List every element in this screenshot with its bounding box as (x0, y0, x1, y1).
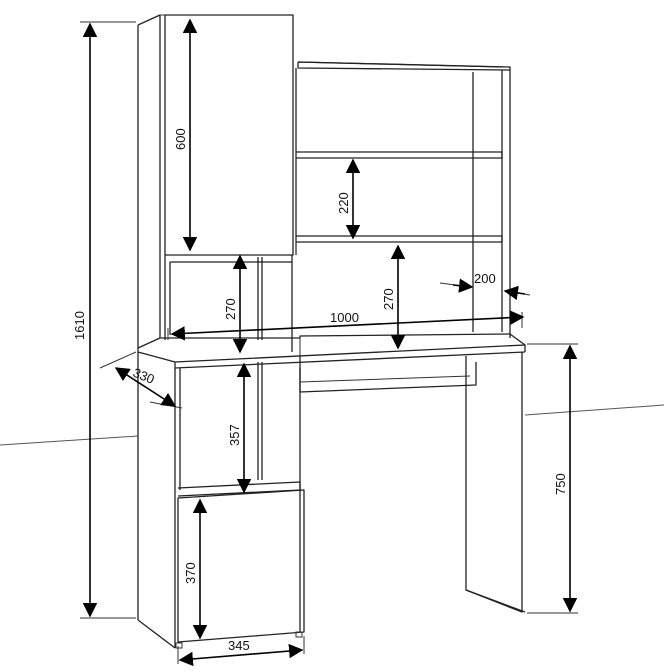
label-total-width: 1000 (330, 310, 359, 325)
label-bottom-door-width: 345 (228, 638, 250, 653)
label-niche-height-left: 270 (223, 298, 238, 320)
lower-door (177, 489, 305, 643)
label-depth: 330 (131, 365, 157, 387)
label-overall-height: 1610 (72, 311, 87, 340)
label-shelf-depth: 200 (474, 271, 496, 286)
label-lower-niche-height: 357 (227, 424, 242, 446)
label-top-door-height: 600 (173, 128, 188, 150)
furniture-body (137, 14, 526, 649)
floor-lines (0, 404, 665, 446)
label-desk-height: 750 (553, 473, 568, 495)
dimension-lines (80, 18, 578, 667)
label-bottom-door-height: 370 (183, 562, 198, 584)
upper-door (164, 14, 294, 256)
label-shelf-spacing: 220 (336, 192, 351, 214)
label-niche-height-right: 270 (381, 288, 396, 310)
